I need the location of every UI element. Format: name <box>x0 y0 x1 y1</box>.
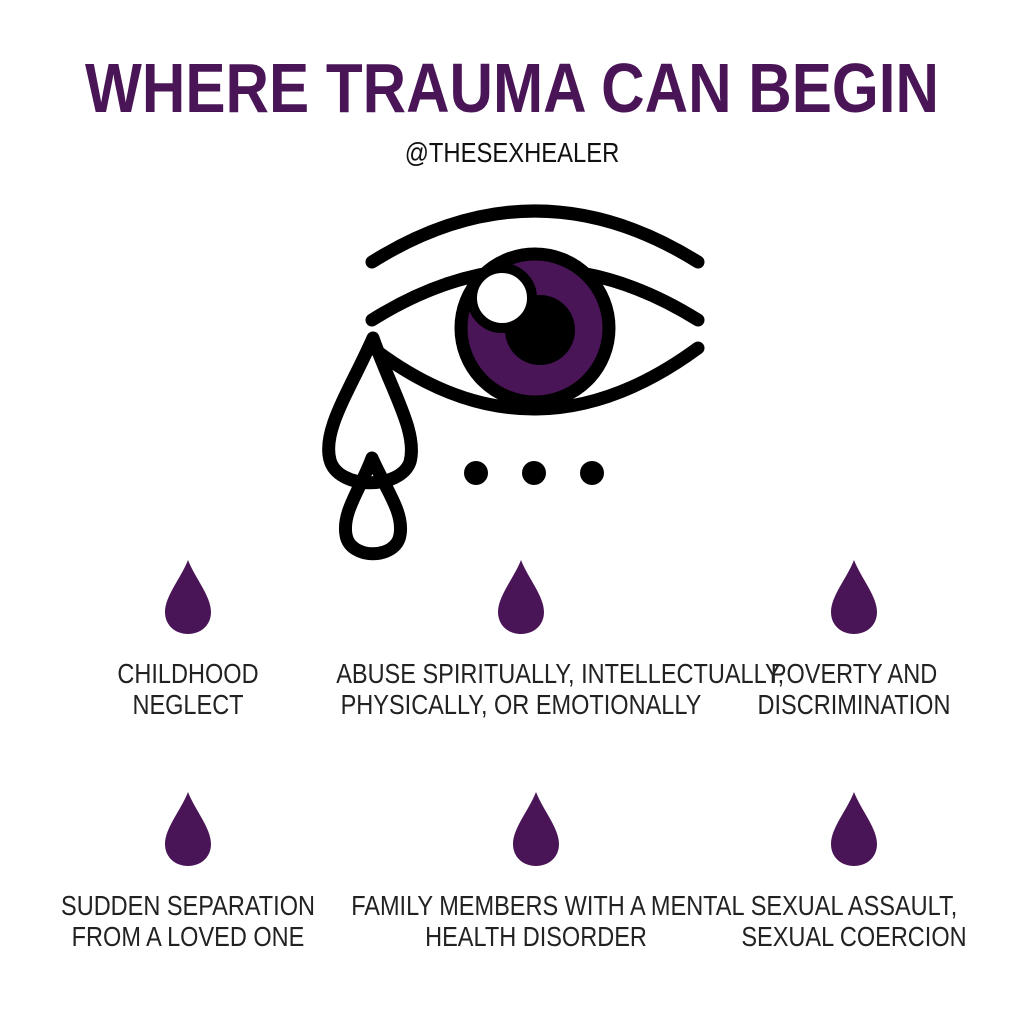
purple-drop-icon <box>831 560 877 634</box>
cause-item-poverty: POVERTY AND DISCRIMINATION <box>634 558 1024 720</box>
cause-item-childhood-neglect: CHILDHOOD NEGLECT <box>0 558 408 720</box>
cause-label: CHILDHOOD NEGLECT <box>117 658 259 720</box>
dot-icon <box>580 461 604 485</box>
small-tear-icon <box>338 451 408 561</box>
purple-drop-icon <box>498 560 544 634</box>
cause-label: FAMILY MEMBERS WITH A MENTAL HEALTH DISO… <box>351 890 745 952</box>
eyebrow-stroke <box>365 204 705 269</box>
purple-drop-icon <box>165 560 211 634</box>
cause-item-abuse: ABUSE SPIRITUALLY, INTELLECTUALLY, PHYSI… <box>301 558 785 720</box>
cause-label: ABUSE SPIRITUALLY, INTELLECTUALLY, PHYSI… <box>336 658 785 720</box>
cause-label: POVERTY AND DISCRIMINATION <box>757 658 951 720</box>
large-tear-icon <box>322 331 418 490</box>
dot-icon <box>464 461 488 485</box>
eye-highlight-icon <box>467 263 537 333</box>
page-title: WHERE TRAUMA CAN BEGIN <box>85 49 939 127</box>
cause-item-family-mental-health: FAMILY MEMBERS WITH A MENTAL HEALTH DISO… <box>316 790 756 952</box>
cause-label: SUDDEN SEPARATION FROM A LOVED ONE <box>61 890 315 952</box>
purple-drop-icon <box>513 792 559 866</box>
author-handle: @THESEXHEALER <box>404 137 620 168</box>
dot-icon <box>522 461 546 485</box>
cause-item-sexual-assault: SEXUAL ASSAULT, SEXUAL COERCION <box>634 790 1024 952</box>
lower-eyelid-stroke <box>371 341 705 416</box>
purple-drop-icon <box>165 792 211 866</box>
cause-item-separation: SUDDEN SEPARATION FROM A LOVED ONE <box>0 790 408 952</box>
purple-drop-icon <box>831 792 877 866</box>
cause-label: SEXUAL ASSAULT, SEXUAL COERCION <box>741 890 967 952</box>
